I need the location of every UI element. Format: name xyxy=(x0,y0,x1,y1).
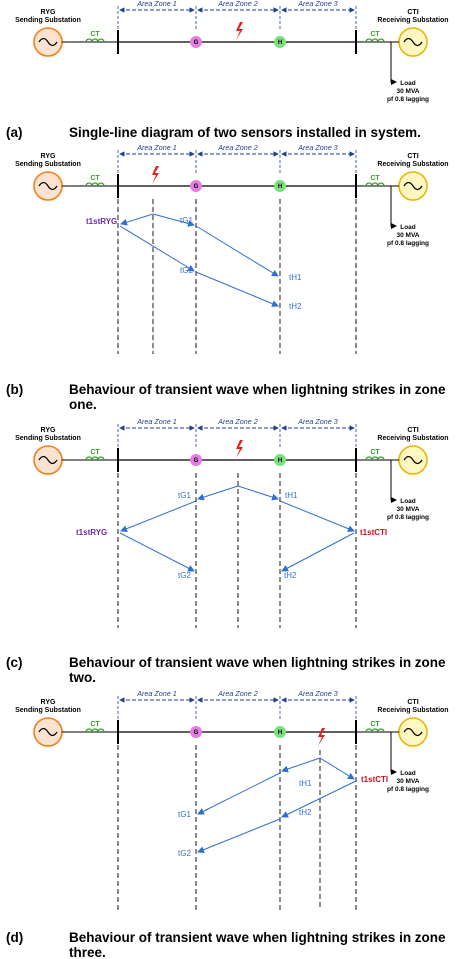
tg1-label: tG1 xyxy=(178,810,191,819)
wave-paths xyxy=(119,213,279,307)
zone3-label: Area Zone 3 xyxy=(297,689,338,698)
zone3-label: Area Zone 3 xyxy=(297,0,338,8)
time-axes xyxy=(117,199,357,354)
load-label: Load xyxy=(400,498,416,505)
node-h-label: H xyxy=(278,458,282,464)
t1stryg-label: t1stRYG xyxy=(76,528,107,537)
t1stcti-label: t1stCTI xyxy=(361,775,388,784)
caption-letter-a: (a) xyxy=(6,125,23,140)
cti-label: CTI xyxy=(407,9,418,16)
cti-sub-label: Receiving Substation xyxy=(377,435,448,442)
zone3-label: Area Zone 3 xyxy=(297,143,338,152)
time-axes xyxy=(117,473,357,628)
time-axes xyxy=(117,745,357,910)
cti-sub-label: Receiving Substation xyxy=(377,707,448,714)
load-mva-label: 30 MVA xyxy=(397,506,420,513)
load-label: Load xyxy=(400,770,416,777)
zone2-label: Area Zone 2 xyxy=(217,417,258,426)
zone1-label: Area Zone 1 xyxy=(136,0,177,8)
th1-label: tH1 xyxy=(299,779,312,788)
th2-label: tH2 xyxy=(284,571,297,580)
tg1-label: tG1 xyxy=(178,491,191,500)
node-h-label: H xyxy=(278,730,282,736)
zone1-label: Area Zone 1 xyxy=(136,689,177,698)
node-g-label: G xyxy=(194,184,199,190)
caption-text-b-2: one. xyxy=(69,397,97,412)
node-h-label: H xyxy=(278,184,282,190)
th1-label: tH1 xyxy=(289,273,302,282)
load-mva-label: 30 MVA xyxy=(397,232,420,239)
load-label: Load xyxy=(400,224,416,231)
ct-left-label: CT xyxy=(90,449,100,456)
ryg-label: RYG xyxy=(41,699,56,706)
ct-right-label: CT xyxy=(370,31,380,38)
caption-text-d-1: Behaviour of transient wave when lightni… xyxy=(69,930,446,945)
cti-sub-label: Receiving Substation xyxy=(377,17,448,24)
th2-label: tH2 xyxy=(289,302,302,311)
ryg-label: RYG xyxy=(41,9,56,16)
zone2-label: Area Zone 2 xyxy=(217,0,258,8)
ryg-sub-label: Sending Substation xyxy=(15,161,81,168)
load-pf-label: pf 0.8 lagging xyxy=(387,240,429,247)
caption-letter-c: (c) xyxy=(6,655,23,670)
ryg-label: RYG xyxy=(41,427,56,434)
load-mva-label: 30 MVA xyxy=(397,88,420,95)
node-g-label: G xyxy=(194,730,199,736)
node-g-label: G xyxy=(194,458,199,464)
caption-text-d-2: three. xyxy=(69,945,106,959)
t1stcti-label: t1stCTI xyxy=(360,528,387,537)
t1stryg-label: t1stRYG xyxy=(86,217,117,226)
ct-left-label: CT xyxy=(90,721,100,728)
load-mva-label: 30 MVA xyxy=(397,778,420,785)
zone1-label: Area Zone 1 xyxy=(136,143,177,152)
wave-paths xyxy=(197,757,357,854)
ct-left-label: CT xyxy=(90,175,100,182)
node-g-label: G xyxy=(194,40,199,46)
zone2-label: Area Zone 2 xyxy=(217,143,258,152)
tg2-label: tG2 xyxy=(180,266,193,275)
zone3-label: Area Zone 3 xyxy=(297,417,338,426)
th1-label: tH1 xyxy=(285,491,298,500)
tg1-label: tG1 xyxy=(180,216,193,225)
cti-label: CTI xyxy=(407,153,418,160)
load-pf-label: pf 0.8 lagging xyxy=(387,514,429,521)
cti-label: CTI xyxy=(407,699,418,706)
load-pf-label: pf 0.8 lagging xyxy=(387,786,429,793)
ryg-sub-label: Sending Substation xyxy=(15,435,81,442)
caption-text-a: Single-line diagram of two sensors insta… xyxy=(69,125,421,140)
caption-letter-d: (d) xyxy=(6,930,23,945)
lightning-icon xyxy=(152,166,159,184)
zone1-label: Area Zone 1 xyxy=(136,417,177,426)
cti-label: CTI xyxy=(407,427,418,434)
panel-d: RYG Sending Substation CTI Receiving Sub… xyxy=(6,689,449,959)
panel-b: RYG Sending Substation CTI Receiving Sub… xyxy=(6,143,449,412)
caption-text-c-2: two. xyxy=(69,670,96,685)
lightning-icon xyxy=(236,440,243,458)
node-h-label: H xyxy=(278,40,282,46)
zone2-label: Area Zone 2 xyxy=(217,689,258,698)
ryg-label: RYG xyxy=(41,153,56,160)
ryg-sub-label: Sending Substation xyxy=(15,17,81,24)
ct-right-label: CT xyxy=(370,721,380,728)
caption-text-b-1: Behaviour of transient wave when lightni… xyxy=(69,382,446,397)
lightning-icon xyxy=(318,728,325,746)
load-pf-label: pf 0.8 lagging xyxy=(387,96,429,103)
load-label: Load xyxy=(400,80,416,87)
tg2-label: tG2 xyxy=(178,571,191,580)
ct-right-label: CT xyxy=(370,449,380,456)
panel-a: RYG Sending Substation CTI Receiving Sub… xyxy=(6,0,449,140)
ryg-sub-label: Sending Substation xyxy=(15,707,81,714)
ct-left-label: CT xyxy=(90,31,100,38)
th2-label: tH2 xyxy=(299,808,312,817)
ct-right-label: CT xyxy=(370,175,380,182)
tg2-label: tG2 xyxy=(178,849,191,858)
panel-c: RYG Sending Substation CTI Receiving Sub… xyxy=(6,417,449,685)
caption-text-c-1: Behaviour of transient wave when lightni… xyxy=(69,655,446,670)
cti-sub-label: Receiving Substation xyxy=(377,161,448,168)
lightning-icon xyxy=(236,22,243,40)
caption-letter-b: (b) xyxy=(6,382,23,397)
wave-paths xyxy=(119,485,355,572)
